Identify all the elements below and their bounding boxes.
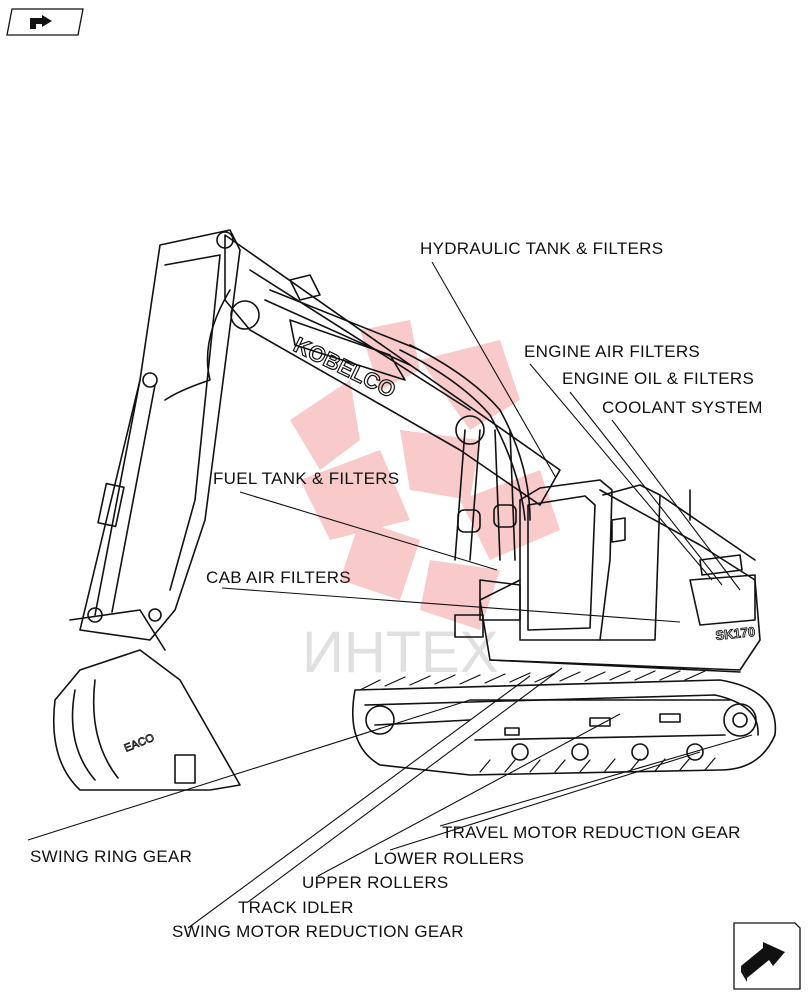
callout-swing-ring: SWING RING GEAR bbox=[30, 847, 193, 866]
leader-fuel-tank bbox=[239, 491, 498, 571]
callout-coolant: COOLANT SYSTEM bbox=[602, 398, 763, 417]
next-nav-button[interactable] bbox=[733, 922, 801, 990]
excavator-outline bbox=[52, 229, 777, 791]
callout-engine-oil: ENGINE OIL & FILTERS bbox=[562, 369, 755, 388]
leader-swing-ring bbox=[27, 699, 471, 841]
leader-travel-motor bbox=[439, 734, 753, 827]
leader-engine-oil bbox=[569, 391, 723, 586]
leader-lower-rollers bbox=[389, 751, 701, 851]
leader-coolant bbox=[611, 419, 741, 591]
bucket-mark-text: EACO bbox=[123, 732, 157, 755]
callout-engine-air: ENGINE AIR FILTERS bbox=[524, 342, 701, 361]
back-arrow-icon bbox=[6, 8, 84, 36]
callout-lower-rollers: LOWER ROLLERS bbox=[374, 849, 525, 868]
callout-travel-motor: TRAVEL MOTOR REDUCTION GEAR bbox=[442, 823, 741, 842]
watermark-text: ИНТЕХ bbox=[302, 620, 498, 685]
callout-cab-air: CAB AIR FILTERS bbox=[206, 568, 351, 587]
leader-lines bbox=[27, 261, 753, 929]
callout-upper-rollers: UPPER ROLLERS bbox=[302, 873, 449, 892]
callout-swing-motor: SWING MOTOR REDUCTION GEAR bbox=[172, 922, 464, 941]
leader-engine-air bbox=[529, 363, 713, 581]
next-arrow-icon bbox=[733, 922, 801, 990]
callout-fuel-tank: FUEL TANK & FILTERS bbox=[213, 469, 400, 488]
leader-cab-air bbox=[221, 587, 681, 623]
callout-hydraulic-tank: HYDRAULIC TANK & FILTERS bbox=[420, 239, 664, 258]
leader-upper-rollers bbox=[317, 713, 621, 877]
leader-track-idler bbox=[247, 667, 563, 903]
callout-track-idler: TRACK IDLER bbox=[238, 898, 354, 917]
back-nav-button[interactable] bbox=[6, 8, 84, 36]
leader-swing-motor bbox=[187, 675, 531, 929]
leader-hydraulic-tank bbox=[431, 261, 557, 479]
model-badge-text: SK170 bbox=[715, 624, 756, 643]
